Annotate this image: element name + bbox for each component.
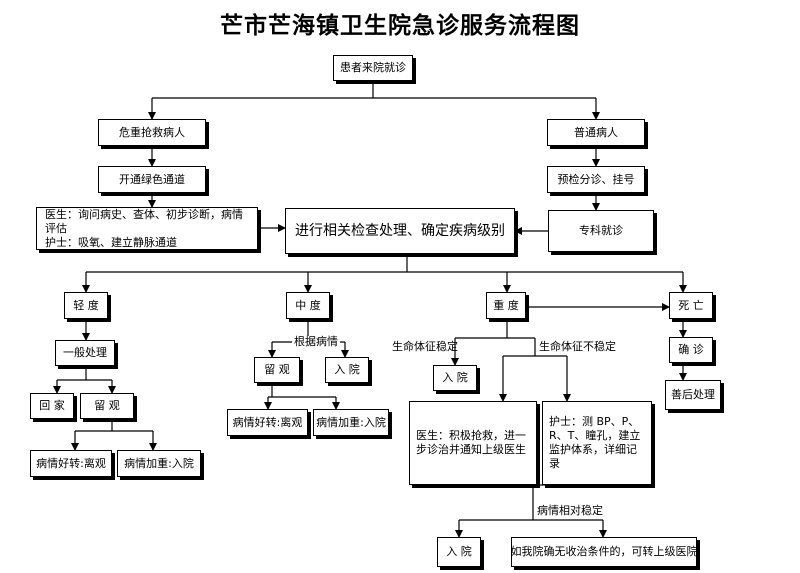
death-label: 死 亡 — [678, 298, 704, 312]
general-treatment-box: 一般处理 — [55, 340, 115, 366]
mild-worse-label: 病情加重:入院 — [124, 456, 194, 470]
page-title: 芒市芒海镇卫生院急诊服务流程图 — [220, 12, 580, 39]
doctor-rescue-box: 医生：积极抢救，进一步诊治并通知上级医生 — [409, 401, 537, 485]
moderate-label: 中 度 — [295, 298, 321, 312]
transfer-box: 如我院确无收治条件的，可转上级医院 — [510, 537, 698, 567]
moderate-worse-label: 病情加重:入院 — [316, 415, 386, 429]
admit-stable-label: 入 院 — [442, 371, 468, 384]
by-condition-label: 根据病情 — [292, 335, 340, 348]
patient-arrival-box: 患者来院就诊 — [333, 55, 413, 81]
nurse-actions-text: 护士：吸氧、建立静脉通道 — [45, 235, 177, 249]
mild-box: 轻 度 — [64, 292, 108, 319]
severe-label: 重 度 — [493, 298, 519, 312]
moderate-improve-label: 病情好转:离观 — [232, 415, 303, 429]
nurse-monitor-text: 护士：测 BP、P、R、T、瞳孔，建立监护体系，详细记录 — [549, 415, 641, 470]
mild-improve-label: 病情好转:离观 — [36, 456, 106, 470]
admit-final-box: 入 院 — [437, 537, 481, 567]
death-box: 死 亡 — [669, 292, 713, 319]
confirm-label: 确 诊 — [678, 343, 704, 356]
exam-classify-label: 进行相关检查处理、确定疾病级别 — [295, 223, 505, 239]
go-home-label: 回 家 — [39, 399, 65, 412]
general-patient-box: 普通病人 — [547, 119, 645, 146]
admit-final-label: 入 院 — [446, 545, 472, 558]
severe-box: 重 度 — [486, 292, 526, 319]
confirm-box: 确 诊 — [669, 337, 713, 363]
moderate-worse-box: 病情加重:入院 — [313, 409, 389, 436]
observe-moderate-label: 留 观 — [264, 363, 290, 376]
doctor-rescue-text: 医生：积极抢救，进一步诊治并通知上级医生 — [416, 429, 526, 456]
mild-improve-box: 病情好转:离观 — [30, 450, 112, 477]
general-patient-label: 普通病人 — [574, 125, 618, 139]
observe-mild-label: 留 观 — [94, 399, 120, 412]
admit-moderate-label: 入 院 — [334, 363, 360, 376]
mild-worse-box: 病情加重:入院 — [117, 450, 201, 477]
vitals-stable-label: 生命体征稳定 — [392, 340, 458, 353]
patient-arrival-label: 患者来院就诊 — [340, 61, 406, 74]
doctor-actions-text: 医生：询问病史、查体、初步诊断，病情评估 — [45, 207, 243, 235]
green-channel-label: 开通绿色通道 — [119, 172, 185, 186]
moderate-improve-box: 病情好转:离观 — [227, 409, 308, 436]
transfer-label: 如我院确无收治条件的，可转上级医院 — [510, 545, 698, 558]
specialist-box: 专科就诊 — [548, 210, 654, 252]
observe-mild-box: 留 观 — [80, 393, 134, 419]
relatively-stable-label: 病情相对稳定 — [537, 504, 603, 517]
aftercare-box: 善后处理 — [665, 380, 721, 410]
nurse-monitor-box: 护士：测 BP、P、R、T、瞳孔，建立监护体系，详细记录 — [542, 401, 652, 485]
green-channel-box: 开通绿色通道 — [98, 166, 206, 193]
admit-moderate-box: 入 院 — [325, 357, 369, 383]
admit-stable-box: 入 院 — [433, 365, 477, 391]
go-home-box: 回 家 — [30, 393, 74, 419]
exam-classify-box: 进行相关检查处理、确定疾病级别 — [285, 208, 515, 254]
critical-patient-label: 危重抢救病人 — [119, 125, 185, 139]
triage-register-label: 预检分诊、挂号 — [557, 172, 635, 186]
triage-register-box: 预检分诊、挂号 — [547, 166, 645, 193]
specialist-label: 专科就诊 — [579, 224, 623, 237]
moderate-box: 中 度 — [286, 292, 330, 319]
mild-label: 轻 度 — [73, 298, 99, 312]
general-treatment-label: 一般处理 — [63, 346, 107, 359]
critical-patient-box: 危重抢救病人 — [98, 119, 206, 146]
vitals-unstable-label: 生命体征不稳定 — [539, 340, 616, 353]
aftercare-label: 善后处理 — [671, 388, 715, 401]
doctor-nurse-actions-box: 医生：询问病史、查体、初步诊断，病情评估 护士：吸氧、建立静脉通道 — [36, 207, 258, 250]
observe-moderate-box: 留 观 — [254, 357, 300, 383]
